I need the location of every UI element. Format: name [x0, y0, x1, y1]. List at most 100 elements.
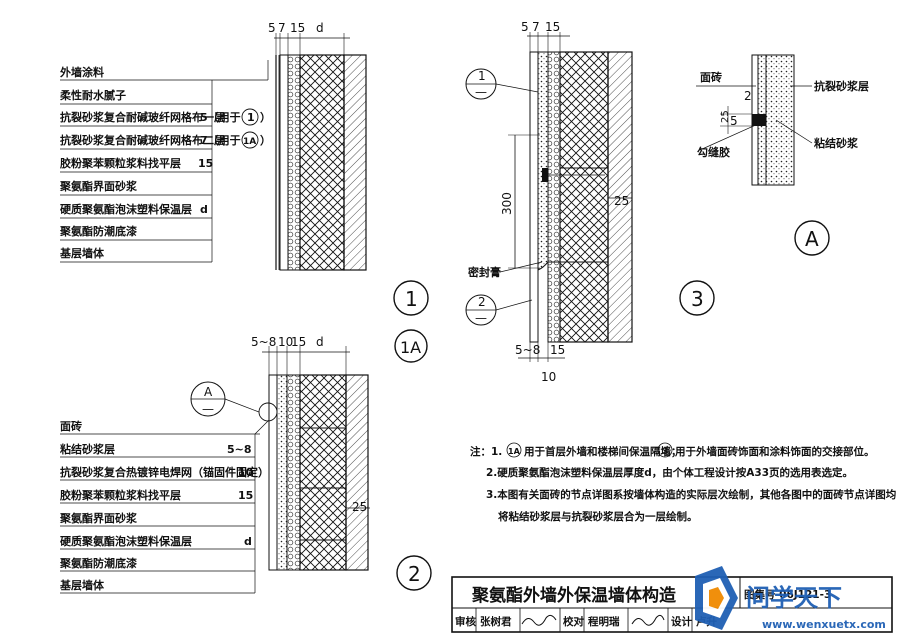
layer-value: 15: [198, 157, 213, 170]
dim-label: 15: [291, 335, 306, 349]
layer-label: 聚氨酯防潮底漆: [59, 224, 137, 238]
tb-cell: 校对: [563, 615, 584, 628]
detail-2-tag: 2: [396, 555, 432, 591]
detail-2-layer-labels: 面砖 粘结砂浆层 抗裂砂浆复合热镀锌电焊网（锚固件固定） 胶粉聚苯颗粒浆料找平层…: [59, 419, 269, 592]
ref-close: ）: [260, 111, 271, 124]
layer-label: 面砖: [60, 419, 82, 433]
ref-tag-dash: —: [475, 311, 487, 325]
layer-value: 5（用于: [200, 111, 241, 124]
layer-label: 聚氨酯界面砂浆: [59, 511, 138, 525]
layer-label: 柔性耐水腻子: [59, 88, 126, 102]
ref-tag-2: 2: [478, 295, 486, 309]
layer-label: 基层墙体: [59, 578, 105, 592]
layer-label: 抗裂砂浆复合耐碱玻纤网格布二层: [60, 133, 225, 147]
detail-3-wall: [529, 51, 633, 343]
ref-tag-dash: —: [475, 85, 487, 99]
ref-close: ）: [260, 134, 271, 147]
layer-value: 5~8: [227, 443, 252, 456]
layer-label: 胶粉聚苯颗粒浆料找平层: [60, 488, 181, 502]
note-ref-1a: 1A: [508, 447, 521, 456]
dim-label: 7: [532, 20, 540, 34]
detail-1-dimension: 5 7 15 d: [268, 21, 350, 55]
layer-value: 10: [238, 466, 254, 479]
detail-1-wall: [275, 54, 367, 271]
layer-label: 硬质聚氨酯泡沫塑料保温层: [60, 534, 192, 548]
dim-label: 10: [541, 370, 556, 384]
dim-label: 5: [268, 21, 276, 35]
drawing-title: 聚氨酯外墙外保温墙体构造: [471, 585, 677, 606]
detail-1-leaders: [60, 60, 269, 263]
dim-label: 5~8: [515, 343, 540, 357]
watermark-logo: 问学天下 www.wenxuetx.com: [695, 566, 886, 631]
logo-text: 问学天下: [746, 584, 842, 612]
layer-value: d: [244, 535, 252, 548]
layer-label: 硬质聚氨酯泡沫塑料保温层: [60, 202, 192, 216]
tag-2: 2: [408, 562, 421, 586]
dim-label: 15: [290, 21, 305, 35]
detail-2-dimension: 5~8 10 15 d 25: [251, 335, 370, 514]
tag-3: 3: [691, 287, 704, 311]
dim-label: 15: [545, 20, 560, 34]
detail-3-dimension: 5 7 15 5~8 15 10 300 25: [500, 20, 632, 384]
label-crack: 抗裂砂浆层: [814, 79, 869, 93]
dim-label: d: [316, 21, 324, 35]
note-1b: 用于外墙面砖饰面和涂料饰面的交接部位。: [674, 445, 875, 458]
logo-url: www.wenxuetx.com: [762, 618, 886, 631]
dim-300: 300: [500, 192, 514, 215]
detail-1-tags: 1 1A: [393, 280, 429, 363]
tag-1a: 1A: [400, 338, 421, 357]
dim-label: 5: [521, 20, 529, 34]
tag-a: A: [805, 227, 819, 251]
detail-3-refs: 1 — 2 — 密封膏: [465, 68, 543, 326]
dim-label: 5~8: [251, 335, 276, 349]
layer-value: 15: [238, 489, 253, 502]
dim-25: 25: [720, 110, 731, 123]
dim-label: d: [316, 335, 324, 349]
detail-3-tag: 3: [679, 280, 715, 316]
ref-circle-1a: 1A: [243, 137, 256, 147]
tb-cell: 程明瑞: [588, 615, 620, 628]
layer-label: 基层墙体: [59, 246, 105, 260]
ref-tag-a: A: [204, 385, 213, 399]
label-tile: 面砖: [700, 70, 722, 84]
title-block: 聚氨酯外墙外保温墙体构造 图集号 06J121-3 审核 张树君 校对 程明瑞 …: [451, 576, 893, 633]
layer-value: d: [200, 203, 208, 216]
label-bond: 粘结砂浆: [814, 136, 859, 150]
tag-1: 1: [405, 287, 418, 311]
atlas-number: 图集号 06J121-3: [744, 588, 831, 601]
layer-label: 外墙涂料: [59, 65, 104, 79]
dim-25: 25: [352, 500, 367, 514]
note-1a: 用于首层外墙和楼梯间保温隔墙；: [523, 445, 682, 458]
note-2: 2.硬质聚氨酯泡沫塑料保温层厚度d，由个体工程设计按A33页的选用表选定。: [486, 466, 853, 479]
dim-25: 25: [614, 194, 629, 208]
layer-label: 聚氨酯界面砂浆: [59, 179, 138, 193]
tb-cell: 审核: [455, 615, 476, 628]
note-ref-3: 3: [662, 447, 668, 457]
dim-5: 5: [730, 114, 738, 128]
dim-label: 15: [550, 343, 565, 357]
detail-2-leaders: A —: [60, 381, 270, 594]
tb-cell: 设计: [671, 615, 692, 628]
tb-cell: 张树君: [480, 615, 512, 628]
layer-label: 胶粉聚苯颗粒浆料找平层: [60, 156, 181, 170]
layer-label: 粘结砂浆层: [60, 442, 115, 456]
dim-2: 2: [744, 89, 752, 103]
note-prefix: 注：1.: [470, 445, 502, 458]
dim-label: 10: [278, 335, 293, 349]
ref-circle-1: 1: [247, 111, 255, 124]
label-joint: 勾缝胶: [697, 145, 730, 159]
ref-tag-1: 1: [478, 69, 486, 83]
detail-2-wall: [258, 374, 369, 571]
dim-label: 7: [278, 21, 286, 35]
ref-tag-dash: —: [202, 402, 214, 416]
signature: [631, 614, 665, 626]
layer-label: 抗裂砂浆复合热镀锌电焊网（锚固件固定）: [60, 465, 269, 479]
signature: [521, 614, 557, 626]
notes: 注：1. 1A 用于首层外墙和楼梯间保温隔墙； 3 用于外墙面砖饰面和涂料饰面的…: [470, 442, 896, 523]
layer-label: 聚氨酯防潮底漆: [59, 556, 137, 570]
note-3a: 3.本图有关面砖的节点详图系按墙体构造的实际层次绘制，其他各图中的面砖节点详图均: [486, 488, 896, 501]
label-seal: 密封膏: [468, 265, 501, 279]
note-3b: 将粘结砂浆层与抗裂砂浆层合为一层绘制。: [498, 510, 698, 523]
layer-label: 抗裂砂浆复合耐碱玻纤网格布一层: [60, 110, 225, 124]
